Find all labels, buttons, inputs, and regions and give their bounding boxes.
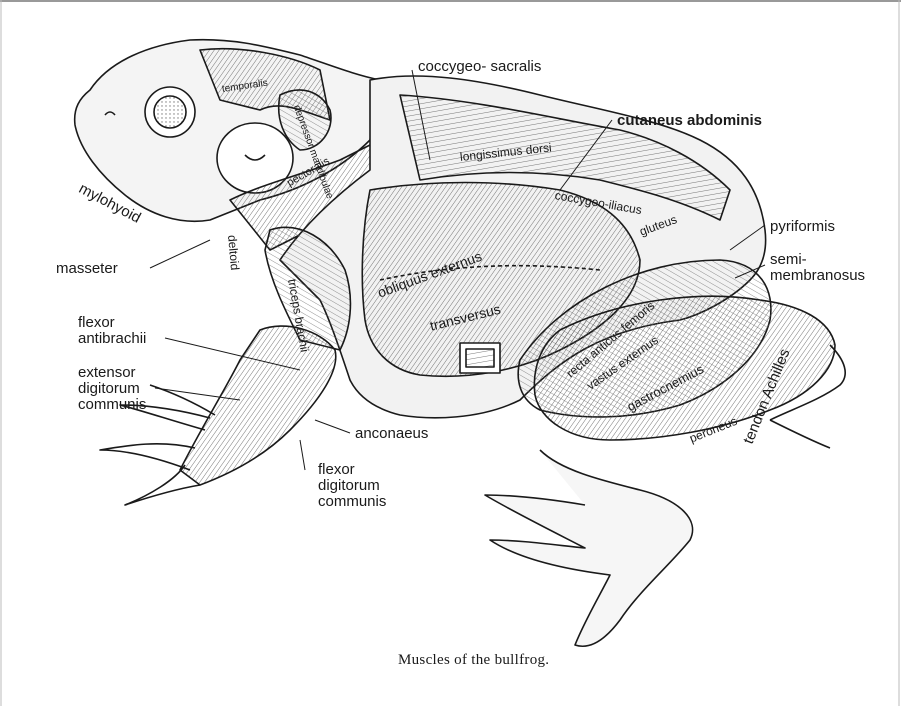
label-extensor-digitorum-communis: extensor digitorum communis xyxy=(78,365,146,413)
label-pyriformis: pyriformis xyxy=(770,218,835,235)
inner-label-deltoid: deltoid xyxy=(225,234,242,270)
label-cutaneus-abdominis: cutaneus abdominis xyxy=(617,112,762,129)
hindlimb-foot xyxy=(485,450,693,646)
label-semimembranosus: semi- membranosus xyxy=(770,252,865,284)
label-flexor-antibrachii: flexor antibrachii xyxy=(78,315,146,347)
forelimb-lower xyxy=(180,326,336,485)
achilles-tendon xyxy=(770,420,830,448)
label-flexor-digitorum-communis: flexor digitorum communis xyxy=(318,462,386,510)
figure-caption: Muscles of the bullfrog. xyxy=(398,652,549,669)
label-anconaeus: anconaeus xyxy=(355,425,428,442)
label-masseter: masseter xyxy=(56,260,118,277)
label-coccygeo-sacralis: coccygeo- sacralis xyxy=(418,58,541,75)
